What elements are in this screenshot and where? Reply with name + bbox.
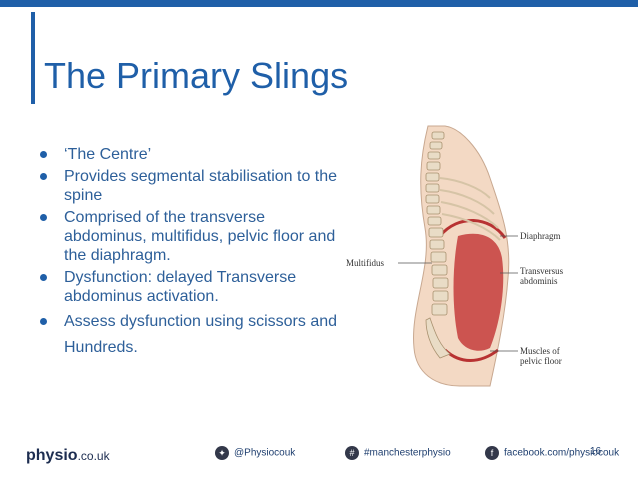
ribs <box>439 177 501 241</box>
bullet-dot-icon <box>40 318 47 325</box>
spine <box>425 131 451 359</box>
bullet-dot-icon <box>40 274 47 281</box>
slide-title: The Primary Slings <box>44 55 349 96</box>
diaphragm-muscle <box>438 219 507 239</box>
page-number: 16 <box>590 446 602 457</box>
label-transversus-2: abdominis <box>520 276 558 286</box>
title-accent-rule <box>31 12 35 104</box>
label-pelvic-1: Muscles of <box>520 346 560 356</box>
bullet-item: ‘The Centre’ <box>36 145 346 164</box>
hashtag-link[interactable]: ##manchesterphysio <box>345 446 451 460</box>
twitter-link[interactable]: ✦@Physiocouk <box>215 446 295 460</box>
label-multifidus: Multifidus <box>346 258 385 268</box>
hashtag-icon: # <box>345 446 359 460</box>
bullet-item: Assess dysfunction using scissors and Hu… <box>36 309 346 361</box>
label-diaphragm: Diaphragm <box>520 231 561 241</box>
label-pelvic-2: pelvic floor <box>520 356 562 366</box>
bullet-dot-icon <box>40 214 47 221</box>
bullet-item: Comprised of the transverse abdominus, m… <box>36 208 346 265</box>
physio-logo[interactable]: physio.co.uk <box>26 447 110 464</box>
bullet-item: Provides segmental stabilisation to the … <box>36 167 346 205</box>
bullet-list: ‘The Centre’ Provides segmental stabilis… <box>36 145 346 364</box>
bullet-dot-icon <box>40 151 47 158</box>
top-accent-bar <box>0 0 638 7</box>
transversus-muscle <box>453 233 504 351</box>
footer: physio.co.uk ✦@Physiocouk ##manchesterph… <box>0 430 638 470</box>
twitter-icon: ✦ <box>215 446 229 460</box>
facebook-icon: f <box>485 446 499 460</box>
bullet-item: Dysfunction: delayed Transverse abdominu… <box>36 268 346 306</box>
core-anatomy-figure: Diaphragm Multifidus Transversus abdomin… <box>346 125 564 387</box>
bullet-dot-icon <box>40 173 47 180</box>
label-transversus-1: Transversus <box>520 266 564 276</box>
